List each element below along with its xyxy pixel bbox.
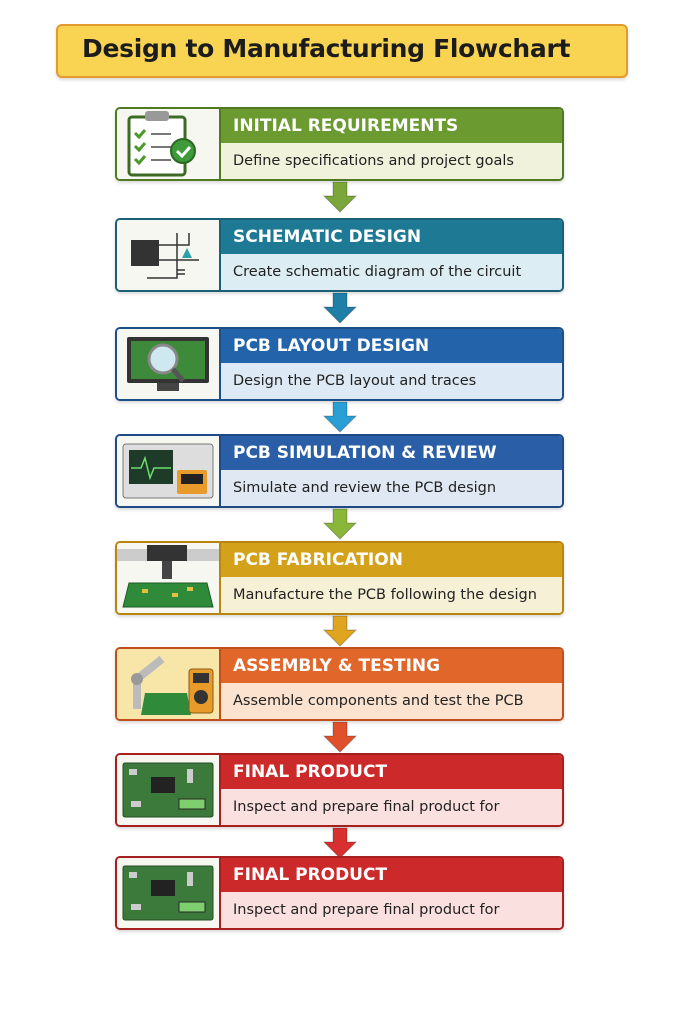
flow-arrow-down-icon bbox=[322, 292, 358, 324]
flowchart-title-banner: Design to Manufacturing Flowchart bbox=[56, 24, 628, 78]
fabrication-machine-icon bbox=[117, 545, 219, 608]
step-title: PCB LAYOUT DESIGN bbox=[221, 329, 562, 363]
step-illustration bbox=[117, 543, 221, 613]
flowchart-step: ASSEMBLY & TESTING Assemble components a… bbox=[115, 647, 564, 721]
step-description: Define specifications and project goals bbox=[221, 143, 562, 179]
step-description: Create schematic diagram of the circuit bbox=[221, 254, 562, 290]
step-title: PCB FABRICATION bbox=[221, 543, 562, 577]
circuit-board-icon bbox=[122, 762, 214, 818]
step-description: Simulate and review the PCB design bbox=[221, 470, 562, 506]
flowchart-step: FINAL PRODUCT Inspect and prepare final … bbox=[115, 753, 564, 827]
step-description: Manufacture the PCB following the design bbox=[221, 577, 562, 613]
flowchart-step: PCB LAYOUT DESIGN Design the PCB layout … bbox=[115, 327, 564, 401]
flow-arrow-down-icon bbox=[322, 401, 358, 433]
flowchart-title: Design to Manufacturing Flowchart bbox=[82, 34, 571, 63]
circuit-board-icon bbox=[122, 865, 214, 921]
flow-arrow-down-icon bbox=[322, 721, 358, 753]
flowchart-step: SCHEMATIC DESIGN Create schematic diagra… bbox=[115, 218, 564, 292]
flowchart-step: PCB SIMULATION & REVIEW Simulate and rev… bbox=[115, 434, 564, 508]
flowchart-step: FINAL PRODUCT Inspect and prepare final … bbox=[115, 856, 564, 930]
flow-arrow-down-icon bbox=[322, 508, 358, 540]
robot-arm-multimeter-icon bbox=[117, 649, 219, 719]
step-illustration bbox=[117, 755, 221, 825]
step-description: Inspect and prepare final product for de… bbox=[221, 892, 562, 928]
step-illustration bbox=[117, 649, 221, 719]
step-description: Assemble components and test the PCB bbox=[221, 683, 562, 719]
step-illustration bbox=[117, 329, 221, 399]
step-title: SCHEMATIC DESIGN bbox=[221, 220, 562, 254]
step-title: FINAL PRODUCT bbox=[221, 858, 562, 892]
flowchart-step: INITIAL REQUIREMENTS Define specificatio… bbox=[115, 107, 564, 181]
clipboard-checklist-icon bbox=[127, 111, 196, 177]
flow-arrow-down-icon bbox=[322, 181, 358, 213]
step-title: INITIAL REQUIREMENTS bbox=[221, 109, 562, 143]
step-illustration bbox=[117, 109, 221, 179]
step-description: Inspect and prepare final product for de… bbox=[221, 789, 562, 825]
oscilloscope-icon bbox=[122, 443, 214, 499]
flowchart-step: PCB FABRICATION Manufacture the PCB foll… bbox=[115, 541, 564, 615]
step-title: PCB SIMULATION & REVIEW bbox=[221, 436, 562, 470]
schematic-icon bbox=[131, 233, 199, 279]
flow-arrow-down-icon bbox=[322, 827, 358, 859]
step-title: ASSEMBLY & TESTING bbox=[221, 649, 562, 683]
step-description: Design the PCB layout and traces bbox=[221, 363, 562, 399]
step-illustration bbox=[117, 436, 221, 506]
step-title: FINAL PRODUCT bbox=[221, 755, 562, 789]
step-illustration bbox=[117, 858, 221, 928]
flow-arrow-down-icon bbox=[322, 615, 358, 647]
step-illustration bbox=[117, 220, 221, 290]
monitor-magnifier-icon bbox=[127, 337, 209, 391]
